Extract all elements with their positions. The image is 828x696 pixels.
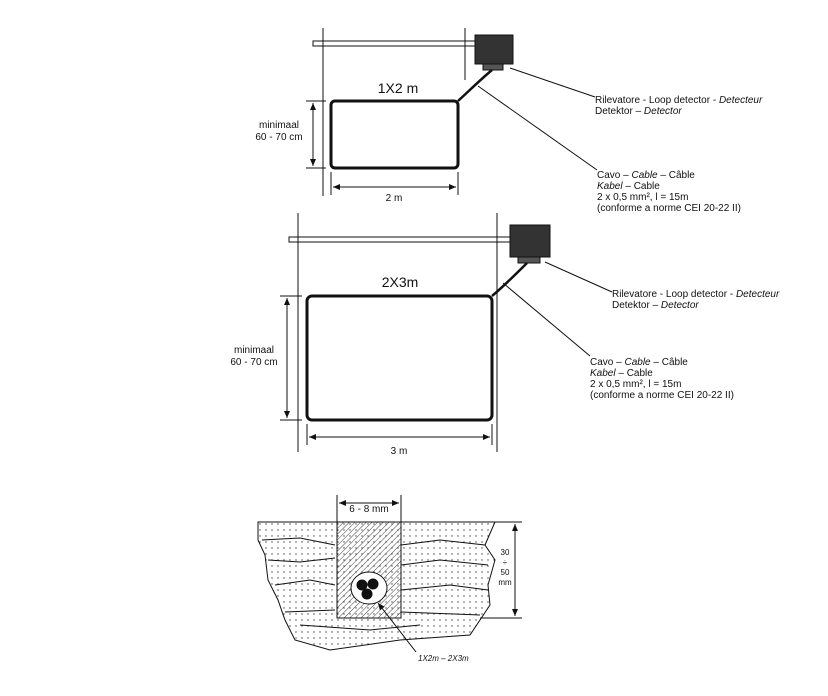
diagram-2x3 xyxy=(280,213,613,452)
cross-section xyxy=(257,495,522,653)
detector-box xyxy=(509,224,551,258)
loop-label-2x3: 2X3m xyxy=(381,274,419,290)
width-label: 3 m xyxy=(390,446,408,457)
cable-section-label: 1X2m – 2X3m xyxy=(418,654,469,663)
slot-width-label: 6 - 8 mm xyxy=(349,504,389,515)
min-value: 60 - 70 cm xyxy=(255,132,303,143)
diagram-1x2 xyxy=(306,28,598,196)
loop-label-1x2: 1X2 m xyxy=(377,80,419,96)
width-label: 2 m xyxy=(385,193,403,204)
detector-box xyxy=(474,34,514,65)
min-label: minimaal xyxy=(258,120,300,131)
min-value: 60 - 70 cm xyxy=(230,357,278,368)
min-label: minimaal xyxy=(233,345,275,356)
